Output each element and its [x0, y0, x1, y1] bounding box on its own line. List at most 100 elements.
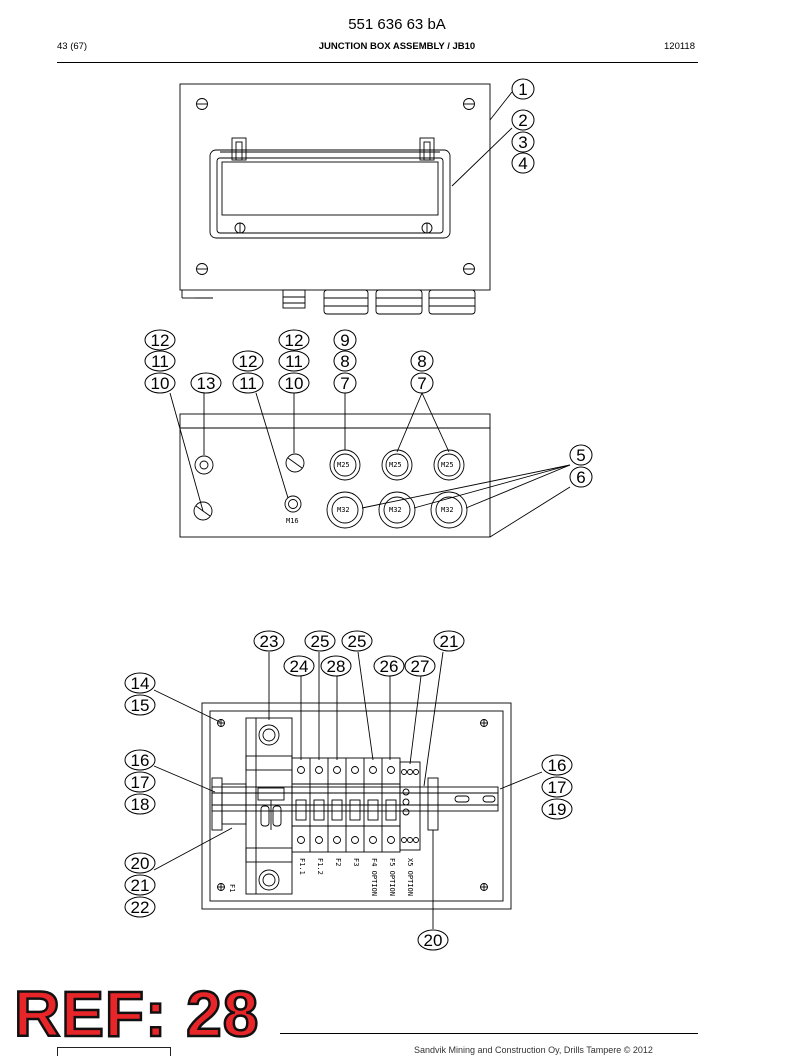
- bottom-view: [169, 392, 571, 538]
- terminal-block: [399, 761, 421, 851]
- svg-text:19: 19: [548, 800, 567, 819]
- callout-8: 8: [410, 350, 434, 372]
- svg-text:5: 5: [576, 446, 585, 465]
- svg-text:21: 21: [440, 632, 459, 651]
- page-number: 43 (67): [57, 41, 88, 52]
- main-switch: [245, 717, 293, 895]
- svg-text:20: 20: [131, 854, 150, 873]
- callout-14: 14: [124, 672, 156, 694]
- gland-label-m16: M16: [286, 517, 299, 525]
- callout-16: 16: [124, 749, 156, 771]
- svg-text:16: 16: [548, 756, 567, 775]
- gland-label-m25: M25: [337, 461, 350, 469]
- gland-label-m25: M25: [389, 461, 402, 469]
- callout-11: 11: [232, 372, 264, 394]
- svg-text:18: 18: [131, 795, 150, 814]
- callout-26: 26: [373, 655, 405, 677]
- component-label-f1-2: F1.2: [316, 858, 324, 875]
- gland-label-m32: M32: [337, 506, 350, 514]
- component-label-f1-1: F1.1: [298, 858, 306, 875]
- svg-text:25: 25: [311, 632, 330, 651]
- svg-text:2: 2: [518, 111, 527, 130]
- gland-label-m25: M25: [441, 461, 454, 469]
- callout-15: 15: [124, 694, 156, 716]
- callout-18: 18: [124, 793, 156, 815]
- document-number: 551 636 63 bA: [348, 16, 446, 33]
- callout-23: 23: [253, 630, 285, 652]
- callout-10: 10: [278, 372, 310, 394]
- svg-text:26: 26: [380, 657, 399, 676]
- svg-text:11: 11: [151, 352, 169, 371]
- callout-25: 25: [304, 630, 336, 652]
- gland-label-m32: M32: [441, 506, 454, 514]
- svg-text:4: 4: [518, 154, 527, 173]
- component-label-f3: F3: [352, 858, 360, 867]
- callout-19: 19: [541, 798, 573, 820]
- svg-text:24: 24: [290, 657, 309, 676]
- callout-7: 7: [410, 372, 434, 394]
- blank-plug: [285, 453, 305, 473]
- hinge-left: [231, 137, 247, 161]
- svg-text:11: 11: [285, 352, 303, 371]
- enclosure-inside: [201, 702, 512, 910]
- svg-text:27: 27: [411, 657, 430, 676]
- corner-screws: [196, 98, 475, 275]
- circuit-breakers: [291, 757, 401, 853]
- component-label-f4: F4 OPTION: [370, 858, 378, 896]
- callout-9: 9: [333, 329, 357, 351]
- svg-text:12: 12: [151, 331, 170, 350]
- svg-text:20: 20: [424, 931, 443, 950]
- m32-glands: [326, 491, 468, 529]
- svg-text:13: 13: [197, 374, 216, 393]
- svg-text:8: 8: [417, 352, 426, 371]
- inside-view: [153, 651, 543, 929]
- callout-11: 11: [278, 350, 310, 372]
- svg-text:28: 28: [327, 657, 346, 676]
- callout-6: 6: [569, 466, 593, 488]
- header-rule: [57, 62, 698, 63]
- callout-22: 22: [124, 896, 156, 918]
- callout-4: 4: [511, 152, 535, 174]
- callout-1: 1: [511, 78, 535, 100]
- callout-5: 5: [569, 444, 593, 466]
- callout-2: 2: [511, 109, 535, 131]
- callout-20: 20: [417, 929, 449, 951]
- svg-text:6: 6: [576, 468, 585, 487]
- svg-text:10: 10: [285, 374, 304, 393]
- callout-13: 13: [190, 372, 222, 394]
- svg-text:23: 23: [260, 632, 279, 651]
- callout-10: 10: [144, 372, 176, 394]
- callout-11: 11: [144, 350, 176, 372]
- component-label-f5: F5 OPTION: [388, 858, 396, 896]
- svg-text:12: 12: [239, 352, 258, 371]
- cable-glands-front: [282, 289, 476, 315]
- svg-text:17: 17: [131, 773, 150, 792]
- svg-text:22: 22: [131, 898, 150, 917]
- svg-text:16: 16: [131, 751, 150, 770]
- callout-20: 20: [124, 852, 156, 874]
- footer-copyright: Sandvik Mining and Construction Oy, Dril…: [414, 1045, 653, 1055]
- lid-edge: [179, 413, 491, 429]
- callout-17: 17: [124, 771, 156, 793]
- callout-27: 27: [404, 655, 436, 677]
- component-label-x5: X5 OPTION: [406, 858, 414, 896]
- end-stop-left: [211, 777, 223, 831]
- brand-logo-box: [57, 1047, 171, 1056]
- window-frame: [209, 149, 451, 239]
- m25-glands: [329, 449, 465, 481]
- footer-rule: [280, 1033, 698, 1034]
- callout-25: 25: [341, 630, 373, 652]
- svg-text:12: 12: [285, 331, 304, 350]
- callout-17: 17: [541, 776, 573, 798]
- callout-12: 12: [278, 329, 310, 351]
- hinge-right: [419, 137, 435, 161]
- vent-plug: [194, 455, 214, 475]
- enclosure-bottom: [179, 427, 491, 538]
- svg-text:1: 1: [518, 80, 527, 99]
- callout-21: 21: [433, 630, 465, 652]
- page-title: JUNCTION BOX ASSEMBLY / JB10: [318, 41, 476, 52]
- svg-text:11: 11: [239, 374, 257, 393]
- component-label-f2: F2: [334, 858, 342, 867]
- callout-21: 21: [124, 874, 156, 896]
- component-label-f1: F1: [228, 884, 236, 893]
